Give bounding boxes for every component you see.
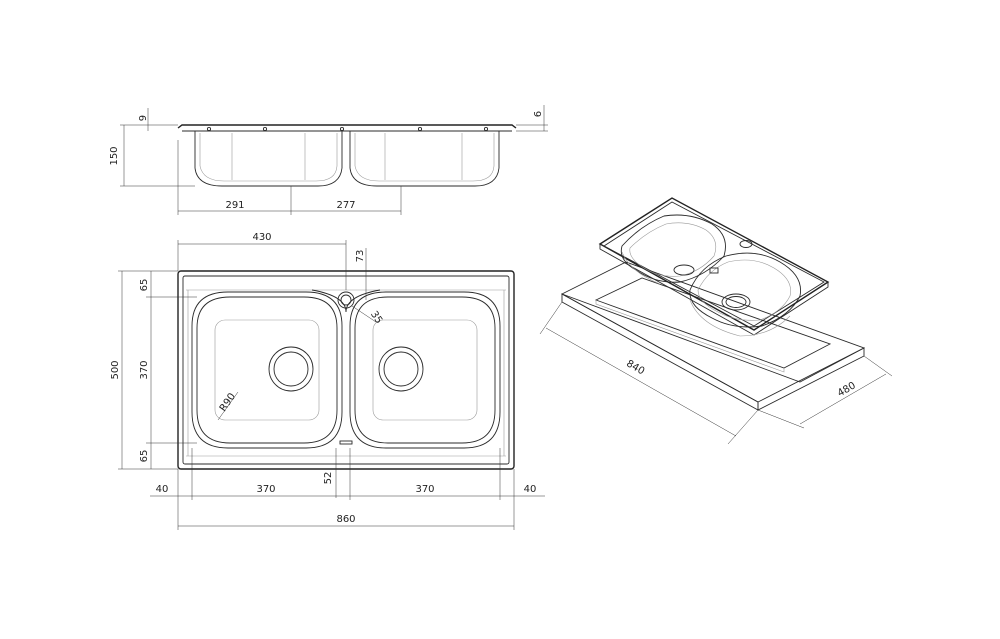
dim-tap-dia: 35 [368,309,384,326]
dim-left-margin: 40 [156,484,169,495]
dim-bowl-left: 291 [225,200,244,211]
dim-height-total: 500 [110,360,121,379]
top-view: 430 73 35 65 500 370 65 R90 52 40 370 37… [110,232,545,530]
dim-cutout-depth: 480 [836,380,858,399]
dim-bowl-height: 370 [139,360,150,379]
dim-bowl-right-w: 370 [415,484,434,495]
dim-right-margin: 40 [524,484,537,495]
dim-margin-bottom: 65 [139,450,150,463]
dim-bowl-right: 277 [336,200,355,211]
dim-width-total: 860 [336,514,355,525]
dim-center-gap: 52 [323,472,334,485]
dim-depth: 150 [109,146,120,165]
side-view: 9 150 6 291 277 [109,105,548,215]
dim-rim-left: 9 [138,115,149,121]
dim-corner-radius: R90 [218,391,238,413]
dim-bowl-width-top: 430 [252,232,271,243]
dim-tap-offset: 73 [355,250,366,263]
iso-view: 840 480 [539,197,893,445]
dim-margin-top: 65 [139,279,150,292]
dim-rim-right: 6 [533,111,544,117]
dim-bowl-left-w: 370 [256,484,275,495]
